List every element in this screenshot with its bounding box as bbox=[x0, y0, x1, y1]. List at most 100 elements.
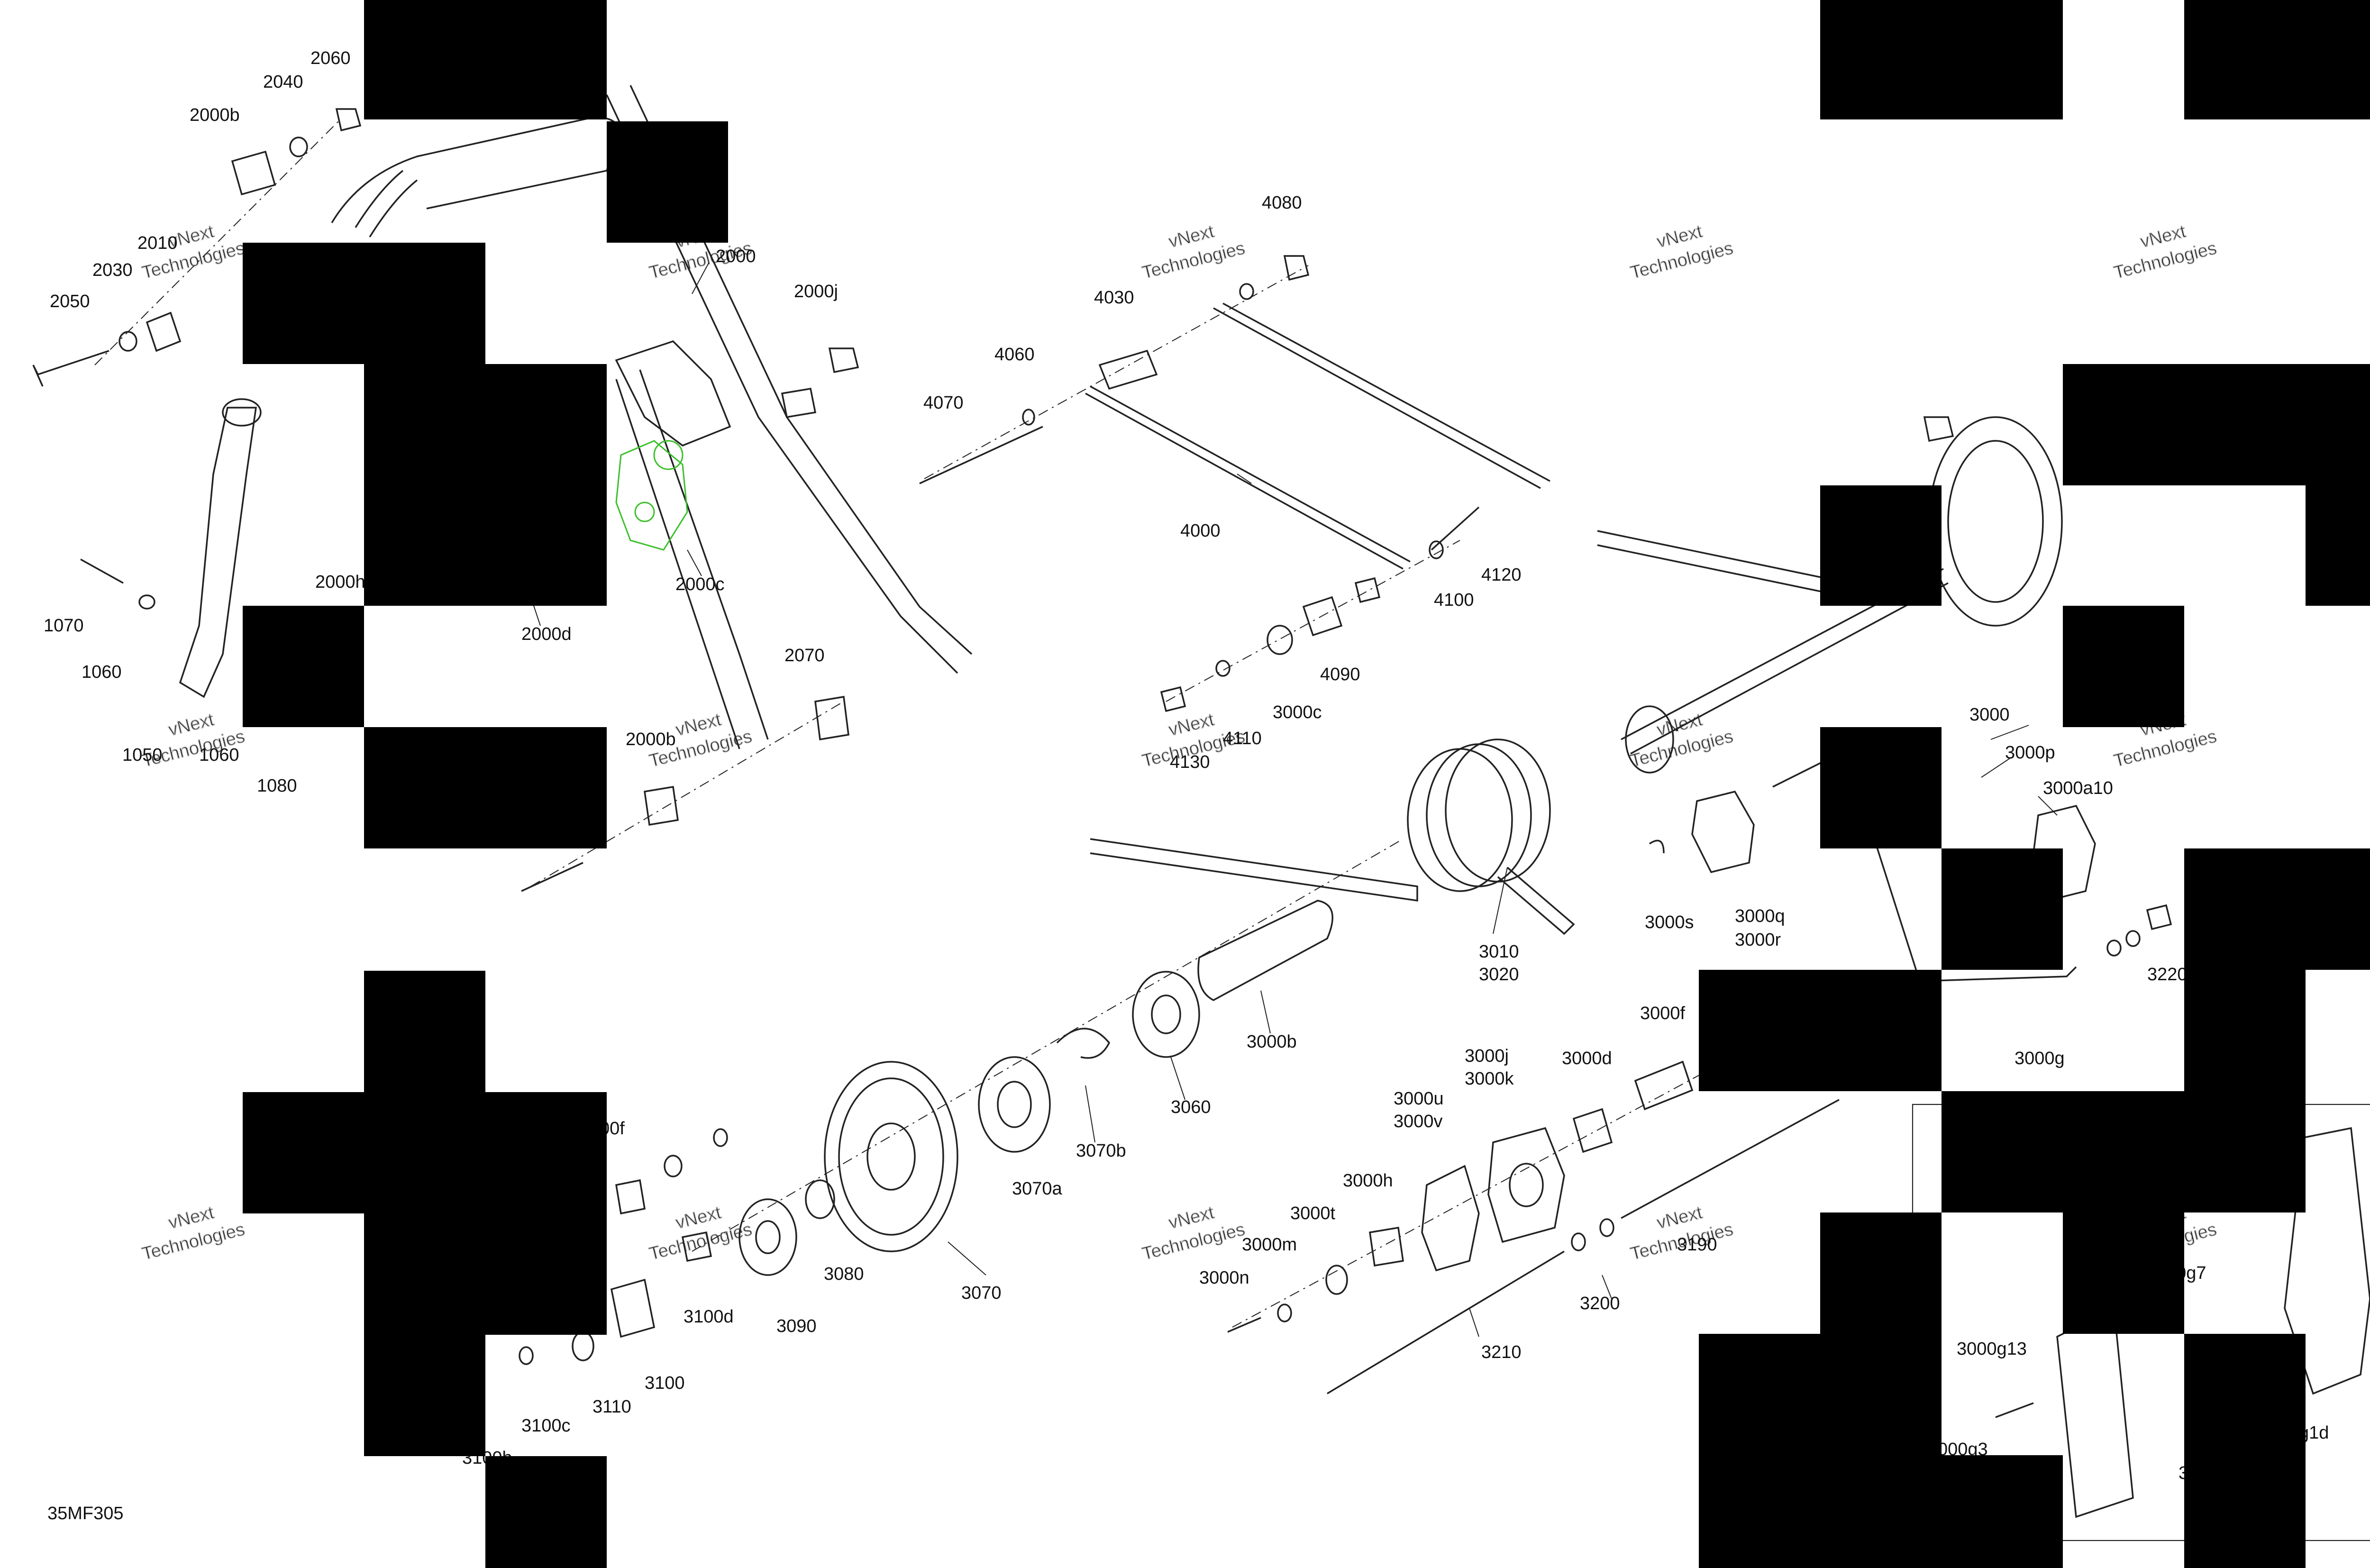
frame-rail-left bbox=[606, 94, 958, 674]
nut-4130 bbox=[1160, 686, 1186, 712]
redaction-block bbox=[243, 1092, 607, 1213]
block-3000j bbox=[1487, 1127, 1565, 1243]
block-3000j-bore bbox=[1509, 1163, 1544, 1207]
axis-line-4000 bbox=[924, 265, 1309, 479]
wheel-3070-inner bbox=[838, 1077, 944, 1236]
nut-4090 bbox=[1354, 577, 1381, 603]
inset-bracket bbox=[2056, 1307, 2134, 1518]
washer-3220-a bbox=[2106, 939, 2122, 957]
bearing-3070a bbox=[978, 1056, 1051, 1153]
callout-labels: 2060 2040 2000b 2010 2030 2050 2000 2000… bbox=[44, 48, 2329, 1523]
bolt-4070 bbox=[919, 426, 1043, 484]
bushing-4030 bbox=[1098, 349, 1158, 390]
redaction-block bbox=[2063, 364, 2370, 485]
callout-1070: 1070 bbox=[44, 616, 84, 636]
bushing-right bbox=[781, 387, 817, 419]
redaction-block bbox=[364, 364, 607, 606]
washer-4110 bbox=[1215, 660, 1231, 677]
spline-3000 bbox=[1625, 705, 1674, 774]
callout-3000f: 3000f bbox=[1640, 1003, 1686, 1023]
callout-3080: 3080 bbox=[824, 1264, 864, 1284]
pulley-3000-large bbox=[1928, 416, 2063, 627]
plate-3000u bbox=[1421, 1165, 1480, 1272]
axis-line-2070 bbox=[530, 701, 844, 887]
wheel-3070-hub bbox=[866, 1122, 916, 1191]
highlighted-bracket bbox=[615, 440, 688, 551]
callout-3070a: 3070a bbox=[1012, 1179, 1063, 1199]
redaction-block bbox=[607, 121, 728, 243]
redaction-block bbox=[2184, 1334, 2306, 1455]
rod-4000-upper bbox=[1213, 307, 1541, 489]
washer-3220-b bbox=[2125, 930, 2141, 947]
clip-3000m bbox=[1325, 1265, 1348, 1295]
callout-3000m: 3000m bbox=[1242, 1235, 1297, 1255]
callout-3000j: 3000j bbox=[1465, 1046, 1509, 1066]
bolt-lower-left bbox=[521, 862, 583, 892]
frame-arm-tube bbox=[355, 170, 418, 237]
highlighted-hole bbox=[634, 501, 655, 522]
spring-leg-right bbox=[1497, 866, 1575, 935]
redaction-block bbox=[1942, 848, 2063, 970]
callout-3110: 3110 bbox=[592, 1397, 631, 1417]
redaction-block bbox=[2063, 1212, 2184, 1334]
washer-4060 bbox=[1022, 409, 1035, 426]
spring-leg-upper bbox=[1597, 530, 1850, 599]
callout-2050: 2050 bbox=[50, 292, 90, 311]
frame-bracket bbox=[615, 340, 731, 447]
sleeve-3000f bbox=[1634, 1060, 1694, 1111]
washer-3060-bore bbox=[1151, 994, 1181, 1034]
bearing-3070a-bore bbox=[997, 1081, 1032, 1128]
callout-3000: 3000 bbox=[1969, 705, 2010, 725]
axis-line-2000 bbox=[94, 118, 342, 365]
redaction-block bbox=[364, 727, 607, 848]
bushing-2010 bbox=[146, 311, 182, 352]
callout-2000b-bot: 2000b bbox=[626, 729, 676, 749]
rod-4000-lower-b bbox=[1090, 385, 1411, 563]
clip-3110 bbox=[572, 1331, 594, 1361]
callout-3000u: 3000u bbox=[1394, 1089, 1444, 1109]
nut-3100d bbox=[681, 1231, 712, 1262]
shaft-3000-b bbox=[1630, 582, 1949, 755]
frame-arm-upper bbox=[331, 117, 622, 223]
callout-4130: 4130 bbox=[1170, 752, 1210, 772]
callout-3000p: 3000p bbox=[2005, 743, 2055, 763]
callout-3100d: 3100d bbox=[684, 1307, 734, 1327]
callout-3000s: 3000s bbox=[1645, 912, 1694, 932]
callout-1060-b: 1060 bbox=[199, 745, 239, 765]
snapring-3070b bbox=[1056, 1028, 1111, 1059]
washer-3100f-a bbox=[664, 1155, 683, 1177]
callout-2060: 2060 bbox=[310, 48, 351, 68]
callout-3000q: 3000q bbox=[1735, 906, 1785, 926]
pedal-arm bbox=[179, 407, 257, 698]
washer-1060 bbox=[138, 594, 155, 610]
bushing-3000h bbox=[1369, 1226, 1404, 1267]
washer-3100c bbox=[519, 1346, 534, 1365]
redaction-block bbox=[1942, 1455, 2063, 1568]
redaction-blocks bbox=[243, 0, 2370, 1568]
bushing-2000b-bot bbox=[644, 785, 679, 826]
highlighted-bushing bbox=[653, 440, 684, 470]
nut-2060 bbox=[335, 108, 362, 132]
frame-rail-lower-inner bbox=[639, 369, 769, 740]
spring-coil-3 bbox=[1445, 738, 1551, 883]
redaction-block bbox=[2306, 485, 2370, 606]
callout-4070: 4070 bbox=[923, 393, 964, 413]
callout-2030: 2030 bbox=[92, 260, 133, 280]
washer-3200 bbox=[1571, 1232, 1586, 1251]
callout-3070: 3070 bbox=[961, 1283, 1002, 1303]
callout-3190: 3190 bbox=[1677, 1235, 1717, 1255]
callout-3000a10: 3000a10 bbox=[2043, 778, 2113, 798]
spline-3100 bbox=[610, 1278, 656, 1338]
callout-2000h: 2000h bbox=[315, 572, 365, 592]
callout-3100: 3100 bbox=[645, 1373, 685, 1393]
washer-3060 bbox=[1132, 971, 1200, 1058]
rod-4000-lower bbox=[1085, 392, 1404, 570]
redaction-block bbox=[1820, 485, 1942, 606]
nut-3220 bbox=[2146, 904, 2172, 930]
callout-2000b-top: 2000b bbox=[190, 105, 240, 125]
callout-2010: 2010 bbox=[137, 233, 178, 253]
callout-3100c: 3100c bbox=[521, 1416, 571, 1436]
callout-3200: 3200 bbox=[1580, 1294, 1620, 1313]
callout-1080: 1080 bbox=[257, 776, 297, 796]
